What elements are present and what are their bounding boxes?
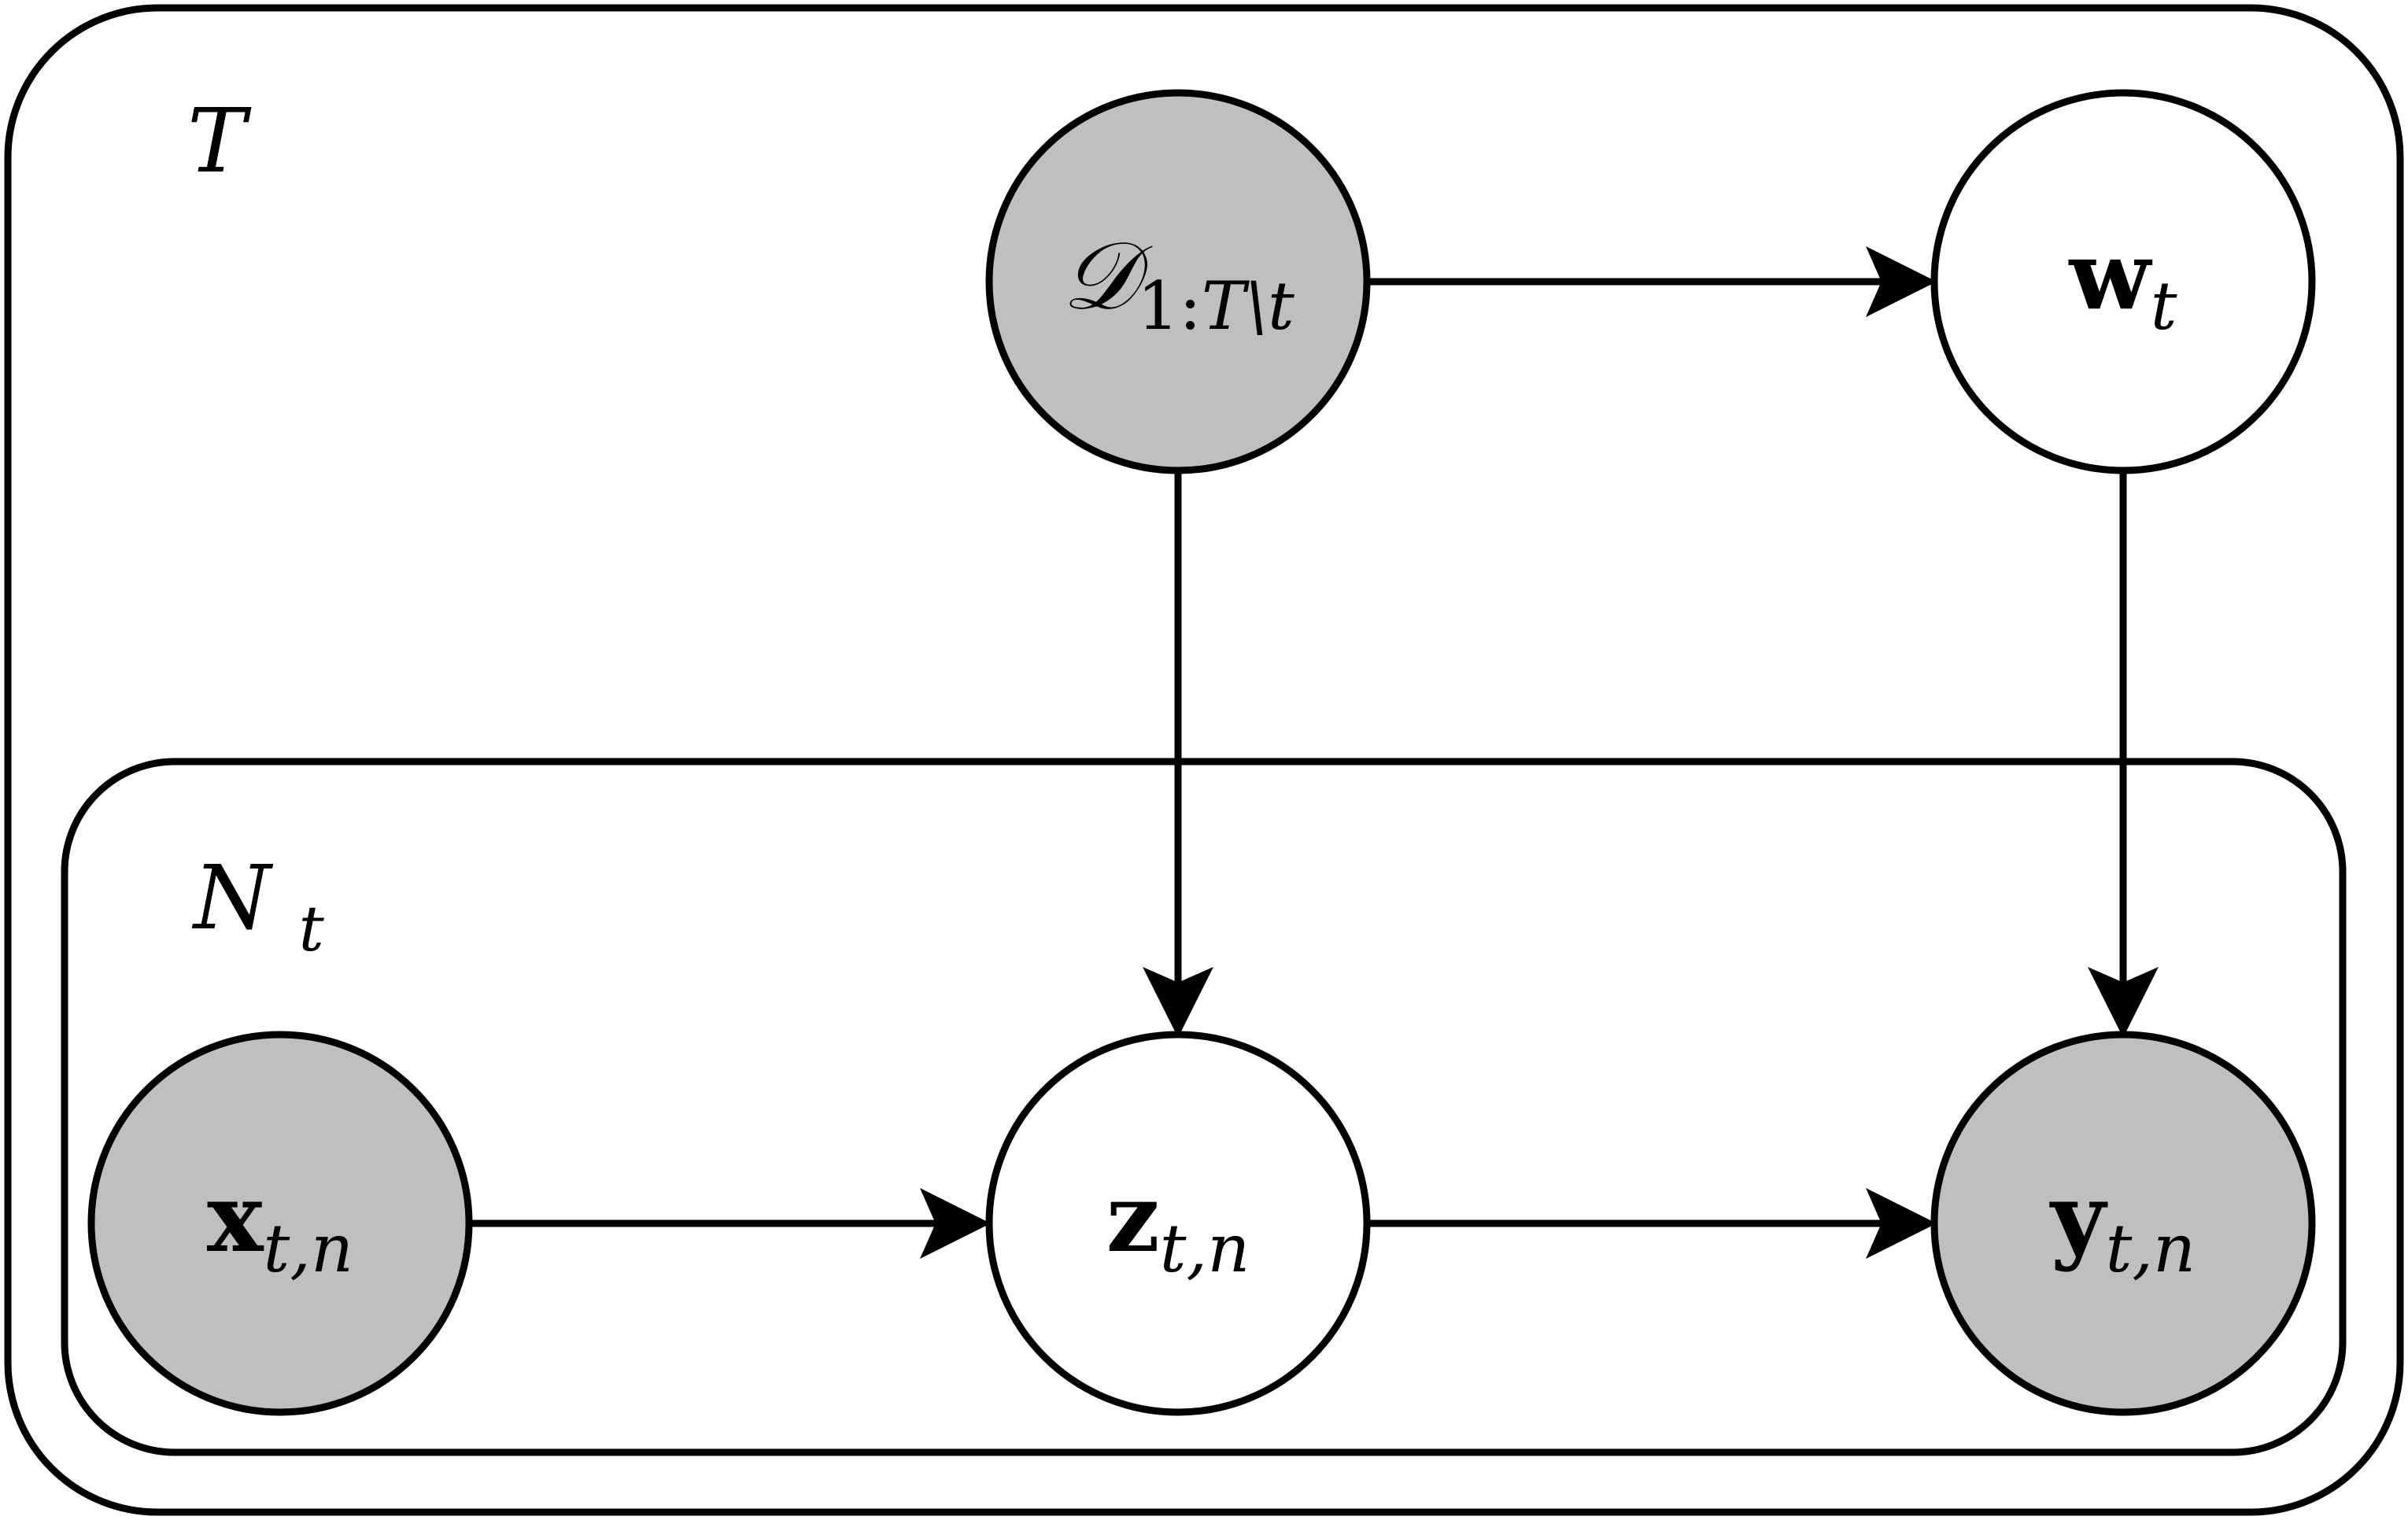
inner-plate: [61, 758, 2347, 1456]
outer-plate-label: T: [187, 90, 252, 193]
node-d-circle: [985, 89, 1371, 474]
edges: [472, 246, 2159, 1259]
node-x-label: xt,n: [207, 1163, 353, 1287]
node-z: zt,n: [985, 1031, 1371, 1416]
inner-plate-label-base: N: [191, 847, 274, 950]
node-w-circle: [1930, 89, 2316, 474]
node-y-label: yt,n: [2049, 1163, 2196, 1287]
outer-plate: [4, 4, 2404, 1516]
node-d: 𝒟1:T\t: [985, 89, 1371, 474]
node-y-circle: [1930, 1031, 2316, 1416]
inner-plate-label-sub: t: [299, 892, 325, 965]
node-w-label: wt: [2067, 220, 2177, 345]
node-w: wt: [1930, 89, 2316, 474]
node-z-circle: [985, 1031, 1371, 1416]
node-x-circle: [87, 1031, 473, 1416]
inner-plate-label: N t: [191, 847, 325, 965]
node-y: yt,n: [1930, 1031, 2316, 1416]
node-x: xt,n: [87, 1031, 473, 1416]
node-z-label: zt,n: [1106, 1163, 1250, 1287]
